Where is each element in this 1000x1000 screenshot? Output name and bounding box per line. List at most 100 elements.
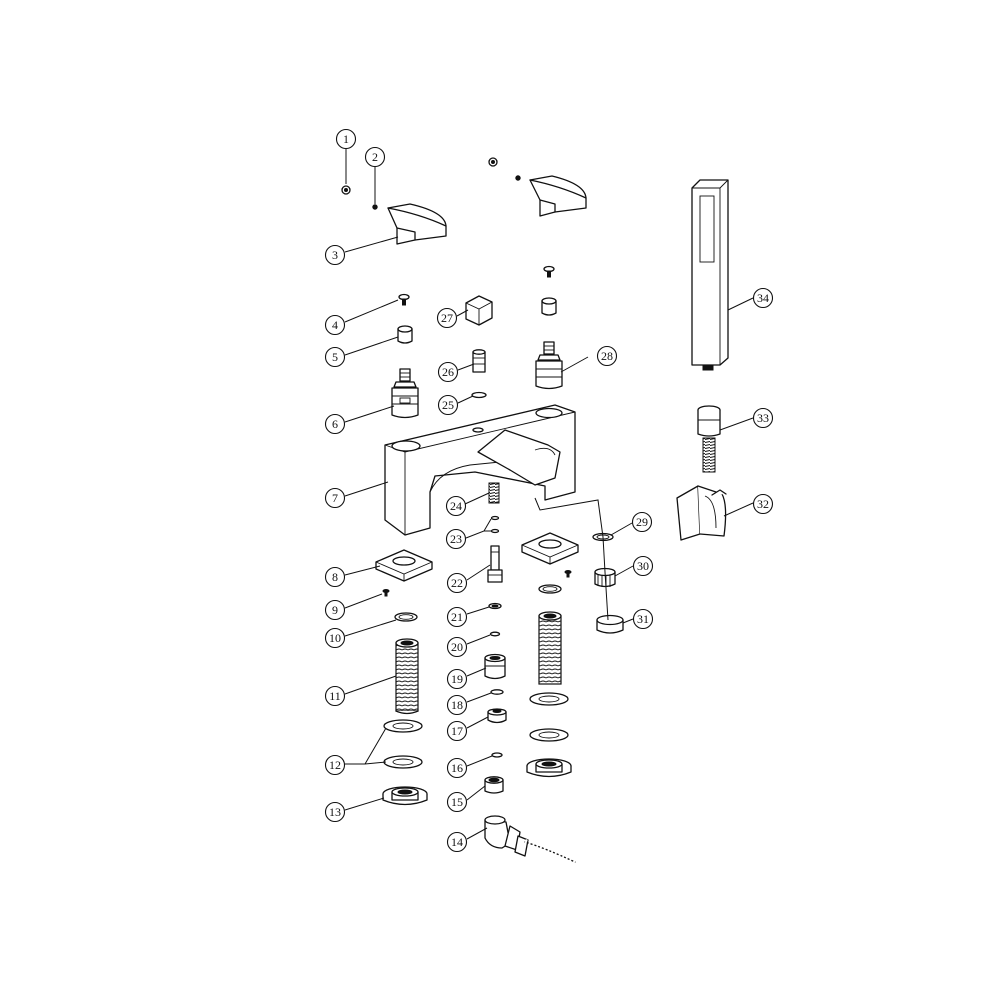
callout-31: 31: [632, 608, 654, 630]
callout-17: 17: [446, 720, 468, 742]
svg-text:14: 14: [451, 835, 463, 849]
svg-text:22: 22: [451, 576, 463, 590]
part-adaptor-sleeve-left: [397, 325, 413, 344]
svg-text:34: 34: [757, 291, 769, 305]
callout-13: 13: [324, 801, 346, 823]
part-aerator-housing: [596, 614, 624, 634]
part-valve-cartridge-right: [535, 341, 563, 390]
svg-text:3: 3: [332, 248, 338, 262]
callout-15: 15: [446, 791, 468, 813]
part-connector-nut: [484, 776, 504, 794]
part-fibre-washer-upper-left: [383, 719, 423, 733]
part-back-nut-left: [382, 786, 428, 806]
svg-text:17: 17: [451, 724, 463, 738]
svg-text:28: 28: [601, 349, 613, 363]
callout-16: 16: [446, 757, 468, 779]
callout-27: 27: [436, 307, 458, 329]
callout-10: 10: [324, 627, 346, 649]
svg-text:29: 29: [636, 515, 648, 529]
callout-21: 21: [446, 606, 468, 628]
part-adaptor-sleeve-right: [541, 297, 557, 316]
part-washer-mid: [490, 689, 504, 695]
svg-text:1: 1: [343, 132, 349, 146]
svg-text:20: 20: [451, 640, 463, 654]
callout-23: 23: [445, 528, 467, 550]
part-fibre-washer-upper-right: [529, 692, 569, 706]
svg-text:5: 5: [332, 350, 338, 364]
part-fibre-washer-lower-left: [383, 755, 423, 769]
part-diverter-washer: [488, 602, 502, 610]
svg-text:16: 16: [451, 761, 463, 775]
part-diverter-spindle: [472, 349, 486, 373]
part-wall-bracket: [676, 485, 727, 541]
leader-lines: [344, 148, 754, 840]
svg-text:31: 31: [637, 612, 649, 626]
callout-2: 2: [364, 146, 386, 168]
svg-text:32: 32: [757, 497, 769, 511]
callout-22: 22: [446, 572, 468, 594]
part-diverter-stem: [487, 545, 503, 583]
part-o-ring-upper: [471, 391, 487, 399]
part-shower-handset: [691, 179, 729, 371]
part-washer-small: [491, 752, 503, 758]
svg-text:12: 12: [329, 758, 341, 772]
callout-3: 3: [324, 244, 346, 266]
part-lever-handle-right: [529, 175, 587, 217]
callout-29: 29: [631, 511, 653, 533]
part-screw-cap-left: [341, 185, 351, 195]
callout-1: 1: [335, 128, 357, 150]
callout-24: 24: [445, 495, 467, 517]
callout-32: 32: [752, 493, 774, 515]
callout-20: 20: [446, 636, 468, 658]
callout-11: 11: [324, 685, 346, 707]
part-o-ring-lower: [489, 631, 501, 637]
svg-text:13: 13: [329, 805, 341, 819]
part-lever-handle-left: [387, 203, 447, 245]
part-handle-screw-left: [398, 293, 410, 306]
part-base-plate-left: [375, 549, 433, 582]
svg-text:30: 30: [637, 559, 649, 573]
svg-text:7: 7: [332, 491, 338, 505]
part-grub-screw-right: [515, 175, 521, 181]
svg-text:27: 27: [441, 311, 453, 325]
callout-33: 33: [752, 407, 774, 429]
part-back-nut-right: [526, 758, 572, 778]
svg-text:15: 15: [451, 795, 463, 809]
part-diverter-knob: [465, 295, 493, 326]
part-bath-filler-body: [384, 404, 576, 536]
callout-4: 4: [324, 314, 346, 336]
callout-9: 9: [324, 599, 346, 621]
callout-14: 14: [446, 831, 468, 853]
callout-6: 6: [324, 413, 346, 435]
callout-19: 19: [446, 668, 468, 690]
svg-text:18: 18: [451, 698, 463, 712]
svg-text:4: 4: [332, 318, 338, 332]
part-fixing-screw-left: [382, 589, 390, 597]
callout-18: 18: [446, 694, 468, 716]
svg-text:24: 24: [450, 499, 462, 513]
svg-text:10: 10: [329, 631, 341, 645]
part-threaded-shank-right: [538, 611, 562, 685]
part-hose-connector: [697, 405, 721, 473]
svg-text:6: 6: [332, 417, 338, 431]
svg-text:11: 11: [329, 689, 341, 703]
callout-30: 30: [632, 555, 654, 577]
callout-28: 28: [596, 345, 618, 367]
part-grub-screw-left: [372, 204, 378, 210]
assembly-line-spout: [534, 497, 609, 621]
callout-7: 7: [324, 487, 346, 509]
part-threaded-shank-left: [395, 638, 419, 715]
part-base-plate-right: [521, 532, 579, 565]
callout-8: 8: [324, 566, 346, 588]
svg-text:25: 25: [442, 398, 454, 412]
part-screw-cap-right: [488, 157, 498, 167]
part-fibre-washer-lower-right: [529, 728, 569, 742]
svg-text:9: 9: [332, 603, 338, 617]
part-washer-right: [538, 584, 562, 594]
part-fixing-screw-right: [564, 570, 572, 578]
part-handle-screw-right: [543, 265, 555, 278]
callout-5: 5: [324, 346, 346, 368]
svg-text:19: 19: [451, 672, 463, 686]
svg-text:21: 21: [451, 610, 463, 624]
